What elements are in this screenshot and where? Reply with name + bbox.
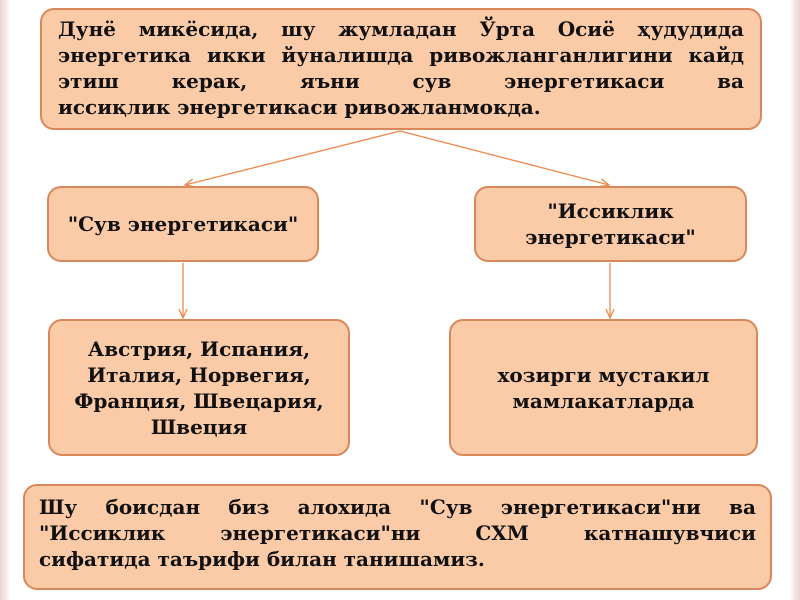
- bottom-statement-last-line: сифатида таърифи билан танишамиз.: [39, 547, 485, 571]
- thermal-energy-countries-box: хозирги мустакил мамлакатларда: [449, 319, 758, 456]
- thermal-energy-label: "Иссиклик энергетикаси": [525, 199, 696, 249]
- left-slide-edge: [0, 0, 10, 600]
- water-energy-countries-box: Австрия, Испания, Италия, Норвегия, Фран…: [48, 319, 350, 456]
- right-slide-edge: [790, 0, 800, 600]
- bottom-statement-box: Шу боисдан биз алохида "Сув энергетикаси…: [23, 484, 772, 590]
- water-energy-countries-text: Австрия, Испания, Италия, Норвегия, Фран…: [74, 336, 324, 439]
- arrow-top-to-left: [185, 130, 401, 185]
- arrow-top-to-right: [399, 130, 609, 185]
- bottom-statement-text: Шу боисдан биз алохида "Сув энергетикаси…: [39, 495, 756, 545]
- top-statement-text: Дунё микёсида, шу жумладан Ўрта Осиё ҳуд…: [58, 17, 744, 93]
- thermal-energy-countries-text: хозирги мустакил мамлакатларда: [497, 362, 710, 413]
- water-energy-box: "Сув энергетикаси": [47, 186, 319, 262]
- top-statement-box: Дунё микёсида, шу жумладан Ўрта Осиё ҳуд…: [40, 8, 762, 130]
- top-statement-last-line: иссиқлик энергетикаси ривожланмокда.: [58, 95, 541, 119]
- thermal-energy-box: "Иссиклик энергетикаси": [474, 186, 747, 262]
- water-energy-label: "Сув энергетикаси": [67, 212, 299, 236]
